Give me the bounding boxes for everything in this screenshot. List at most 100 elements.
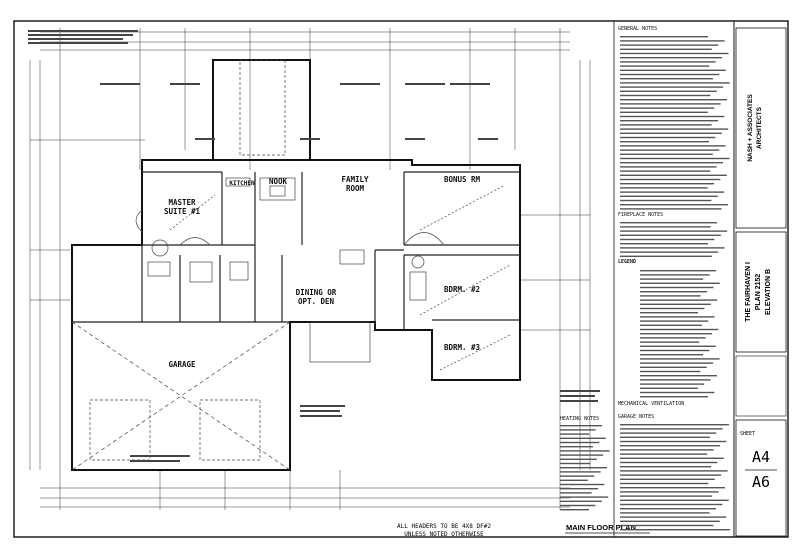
note-line — [620, 90, 717, 92]
note-line — [620, 136, 716, 139]
note-line — [620, 208, 722, 210]
note-line — [620, 251, 719, 253]
sheet-border — [13, 20, 789, 538]
note-line — [620, 453, 708, 455]
room-label-garage: GARAGE — [168, 360, 196, 369]
note-line — [560, 437, 606, 439]
note-line — [640, 274, 710, 276]
note-line — [620, 230, 728, 232]
note-line — [640, 345, 716, 347]
note-line — [620, 195, 718, 197]
note-line — [640, 299, 718, 301]
note-line — [620, 170, 711, 172]
garage-notes-title: GARAGE NOTES — [618, 414, 654, 420]
note-line — [620, 73, 720, 76]
note-line — [620, 424, 729, 426]
sheet-total: A6 — [752, 473, 770, 491]
exterior-walls — [71, 59, 521, 471]
note-line — [620, 187, 708, 189]
note-line — [560, 479, 588, 481]
note-line — [620, 234, 721, 236]
note-line — [560, 446, 593, 448]
annotation-marks — [28, 30, 600, 462]
note-line — [560, 425, 602, 427]
note-line — [620, 166, 717, 168]
note-line — [620, 82, 730, 84]
fireplace-notes-title: FIREPLACE NOTES — [618, 212, 663, 218]
note-line — [620, 124, 712, 126]
note-line — [620, 48, 712, 50]
note-line — [640, 270, 716, 272]
note-line — [620, 428, 723, 430]
note-line — [560, 488, 598, 490]
note-line — [620, 162, 723, 164]
note-line — [620, 99, 727, 101]
note-line — [620, 57, 722, 59]
mechanical-title: MECHANICAL VENTILATION — [618, 401, 684, 407]
note-line — [620, 440, 727, 443]
note-line — [620, 40, 725, 42]
note-line — [640, 307, 705, 310]
note-line — [620, 36, 708, 38]
note-line — [640, 320, 709, 322]
note-line — [640, 391, 715, 394]
note-line — [640, 286, 714, 289]
note-line — [620, 247, 725, 249]
note-line — [620, 183, 714, 185]
note-line — [640, 379, 711, 381]
room-label-bonus: BONUS RM — [444, 175, 481, 184]
note-line — [640, 358, 720, 360]
note-line — [620, 128, 729, 130]
note-line — [560, 467, 607, 469]
note-line — [620, 495, 713, 497]
note-line — [560, 504, 596, 507]
note-line — [620, 141, 709, 143]
note-line — [620, 149, 720, 151]
room-label-nook: NOOK — [269, 177, 288, 186]
note-line — [620, 243, 708, 245]
note-line — [620, 449, 714, 451]
room-label-bdrm3: BDRM. #3 — [444, 343, 481, 352]
note-line — [620, 474, 722, 476]
note-line — [560, 458, 597, 460]
note-line — [620, 44, 719, 46]
note-line — [620, 174, 727, 176]
note-line — [620, 157, 730, 160]
fixtures — [71, 59, 511, 471]
note-line — [620, 226, 711, 228]
note-line — [560, 483, 605, 486]
note-line — [620, 470, 728, 472]
notes-text-lines — [560, 36, 730, 531]
note-line — [620, 255, 712, 257]
note-line — [640, 295, 701, 297]
note-line — [620, 132, 722, 134]
note-line — [620, 78, 713, 80]
note-line — [620, 107, 715, 109]
note-line — [640, 316, 715, 318]
note-line — [560, 475, 595, 477]
note-line — [620, 52, 729, 55]
note-line — [640, 354, 703, 356]
note-line — [620, 457, 724, 459]
note-line — [620, 524, 714, 527]
note-line — [620, 69, 726, 71]
note-line — [620, 111, 708, 113]
sheet-number: A4 — [752, 448, 770, 466]
note-line — [640, 370, 701, 373]
note-line — [560, 454, 604, 456]
note-line — [620, 222, 717, 224]
note-line — [640, 341, 700, 343]
note-line — [620, 461, 718, 464]
note-line — [620, 482, 709, 485]
note-line — [620, 65, 710, 67]
notes-column: GENERAL NOTES FIREPLACE NOTES LEGEND HEA… — [560, 26, 684, 422]
heating-notes-title: HEATING NOTES — [560, 416, 599, 422]
note-line — [640, 278, 704, 280]
note-line — [640, 375, 717, 377]
note-line — [640, 387, 698, 389]
room-label-bdrm2: BDRM. #2 — [444, 285, 480, 294]
